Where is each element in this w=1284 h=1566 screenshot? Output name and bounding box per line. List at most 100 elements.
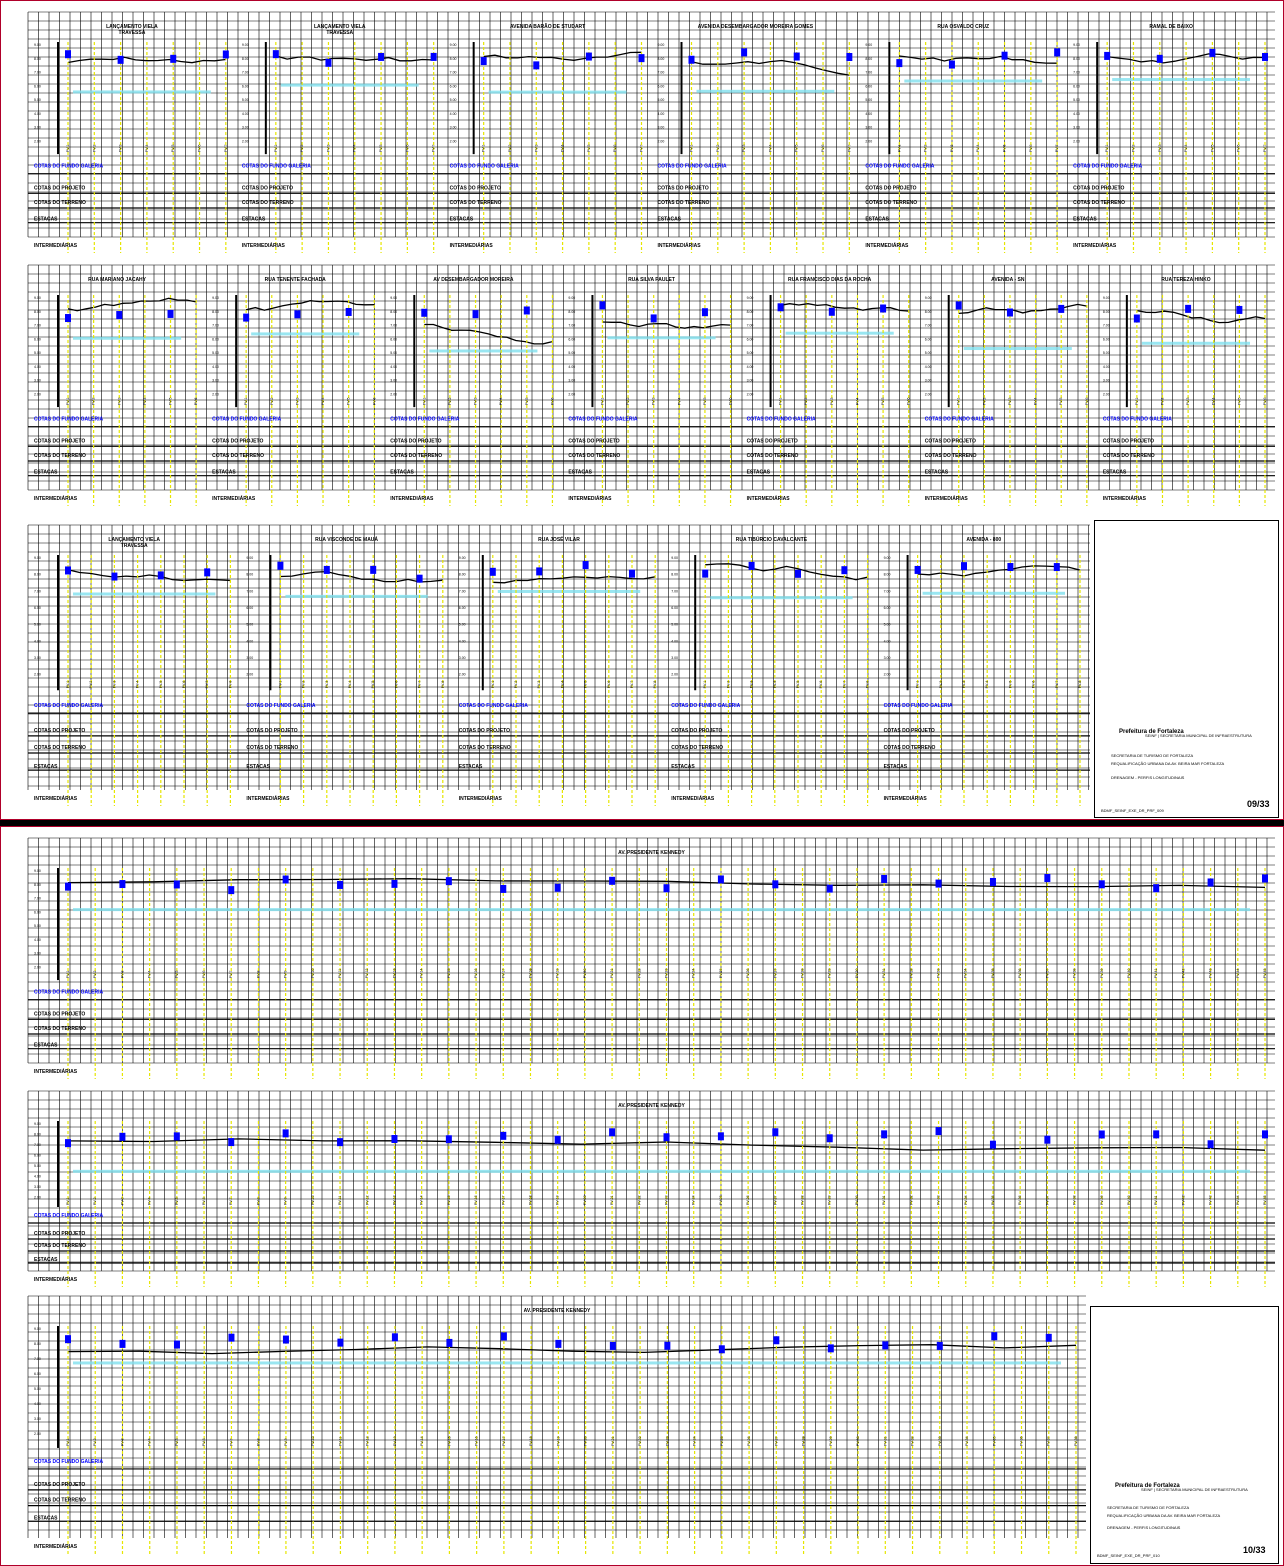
- title-block-agency: SEINF | SECRETARIA MUNICIPAL DE INFRAEST…: [1145, 733, 1252, 738]
- row-label-intermediarias: INTERMEDIÁRIAS: [34, 242, 78, 249]
- station-label: PV-30: [855, 1195, 859, 1205]
- row-label-intermediarias: INTERMEDIÁRIAS: [34, 795, 78, 802]
- elevation-tick-label: 8.00: [658, 57, 665, 61]
- elevation-tick-label: 5.00: [459, 623, 466, 627]
- elevation-tick-label: 7.00: [34, 897, 41, 901]
- station-label: PV-11: [338, 969, 342, 978]
- row-label-intermediarias: INTERMEDIÁRIAS: [34, 1543, 78, 1550]
- row-label-galeria: COTAS DO FUNDO GALERIA: [1103, 417, 1172, 423]
- row-label-galeria: COTAS DO FUNDO GALERIA: [884, 703, 953, 709]
- elevation-tick-label: 6.00: [925, 337, 932, 341]
- pv-marker: [935, 1127, 942, 1136]
- station-label: PV-1: [66, 681, 70, 689]
- elevation-tick-label: 9.00: [34, 1327, 41, 1331]
- station-label: PV-1: [690, 144, 694, 152]
- station-label: PV-5: [171, 144, 175, 152]
- pv-marker: [914, 565, 921, 574]
- pv-marker: [416, 574, 423, 583]
- station-label: PV-4: [145, 144, 149, 152]
- station-label: PV-29: [828, 1195, 832, 1205]
- row-label-estacas: ESTACAS: [34, 1043, 58, 1049]
- elevation-tick-label: 3.00: [747, 379, 754, 383]
- station-label: PV-27: [773, 969, 777, 979]
- station-label: PV-1: [897, 144, 901, 152]
- pv-marker: [650, 314, 657, 323]
- row-label-estacas: ESTACAS: [459, 764, 483, 770]
- row-label-intermediarias: INTERMEDIÁRIAS: [34, 495, 78, 502]
- row-label-estacas: ESTACAS: [34, 470, 58, 476]
- elevation-tick-label: 8.00: [884, 573, 891, 577]
- station-label: PV-6: [372, 397, 376, 405]
- row-label-terreno: COTAS DO TERRENO: [568, 453, 620, 459]
- station-label: PV-36: [1020, 1436, 1024, 1446]
- terrain-line: [602, 321, 731, 329]
- title-block-client: SECRETARIA DE TURISMO DE FORTALEZA: [1111, 753, 1194, 758]
- station-label: PV-15: [447, 1195, 451, 1205]
- gallery-pipe: [73, 1169, 1250, 1173]
- row-label-terreno: COTAS DO TERRENO: [1103, 453, 1155, 459]
- station-label: PV-1: [66, 1197, 70, 1205]
- gallery-pipe: [1141, 341, 1250, 345]
- row-label-galeria: COTAS DO FUNDO GALERIA: [212, 417, 281, 423]
- row-label-estacas: ESTACAS: [34, 764, 58, 770]
- station-label: PV-5: [175, 1197, 179, 1205]
- station-label: PV-43: [1209, 969, 1213, 979]
- row-label-galeria: COTAS DO FUNDO GALERIA: [450, 164, 519, 170]
- elevation-tick-label: 2.00: [34, 1196, 41, 1200]
- profile-title: AV. PRESIDENTE KENNEDY: [524, 1308, 591, 1314]
- elevation-tick-label: 5.00: [242, 98, 249, 102]
- row-label-projeto: COTAS DO PROJETO: [671, 728, 722, 734]
- station-label: PV-26: [746, 969, 750, 979]
- station-label: PV-37: [1047, 1436, 1051, 1446]
- station-label: PV-1: [1135, 397, 1139, 405]
- pv-marker: [555, 1339, 562, 1348]
- gallery-pipe: [280, 83, 419, 87]
- station-label: PV-14: [420, 1195, 424, 1205]
- station-label: PV-8: [256, 1197, 260, 1205]
- sheet-divider: [0, 820, 1284, 826]
- title-block-drawing: DRENAGEM - PERFIS LONGITUDINAIS: [1107, 1525, 1181, 1530]
- row-label-projeto: COTAS DO PROJETO: [884, 728, 935, 734]
- station-label: PV-7: [630, 681, 634, 689]
- station-label: PV-39: [1100, 1195, 1104, 1205]
- elevation-tick-label: 6.00: [34, 606, 41, 610]
- elevation-tick-label: 8.00: [34, 573, 41, 577]
- elevation-tick-label: 6.00: [34, 337, 41, 341]
- elevation-tick-label: 5.00: [34, 1164, 41, 1168]
- station-label: PV-1: [244, 397, 248, 405]
- terrain-line: [67, 1344, 1077, 1355]
- station-label: PV-3: [950, 144, 954, 152]
- pv-marker: [961, 562, 967, 571]
- elevation-tick-label: 6.00: [246, 606, 253, 610]
- pv-marker: [826, 1134, 833, 1143]
- elevation-tick-label: 9.00: [34, 869, 41, 873]
- gallery-pipe: [1112, 78, 1250, 82]
- row-label-galeria: COTAS DO FUNDO GALERIA: [671, 703, 740, 709]
- elevation-tick-label: 3.00: [34, 379, 41, 383]
- elevation-tick-label: 8.00: [1073, 57, 1080, 61]
- station-label: PV-2: [302, 681, 306, 689]
- station-label: PV-4: [348, 681, 352, 689]
- profile-band: 9.008.007.006.005.004.003.002.00LANÇAMEN…: [27, 11, 1275, 253]
- station-label: PV-31: [882, 969, 886, 979]
- station-label: PV-18: [528, 1195, 532, 1205]
- pv-marker: [880, 304, 887, 313]
- station-label: PV-19: [556, 1436, 560, 1446]
- elevation-tick-label: 4.00: [925, 365, 932, 369]
- profile: 9.008.007.006.005.004.003.002.00AVENIDA …: [884, 537, 1082, 806]
- profile-subtitle: TRAVESSA: [118, 30, 145, 36]
- pv-marker: [228, 1333, 235, 1342]
- terrain-line: [780, 303, 909, 312]
- station-label: PV-3: [962, 681, 966, 689]
- station-label: PV-1: [916, 681, 920, 689]
- station-label: PV-37: [1045, 969, 1049, 979]
- row-label-intermediarias: INTERMEDIÁRIAS: [658, 242, 702, 249]
- row-label-projeto: COTAS DO PROJETO: [925, 438, 976, 444]
- station-label: PV-3: [537, 681, 541, 689]
- station-label: PV-4: [353, 144, 357, 152]
- elevation-tick-label: 2.00: [34, 965, 41, 969]
- profile-title: RUA FRANCISCO DIAS DA ROCHA: [788, 277, 872, 283]
- pv-marker: [370, 565, 377, 574]
- pv-marker: [599, 301, 606, 310]
